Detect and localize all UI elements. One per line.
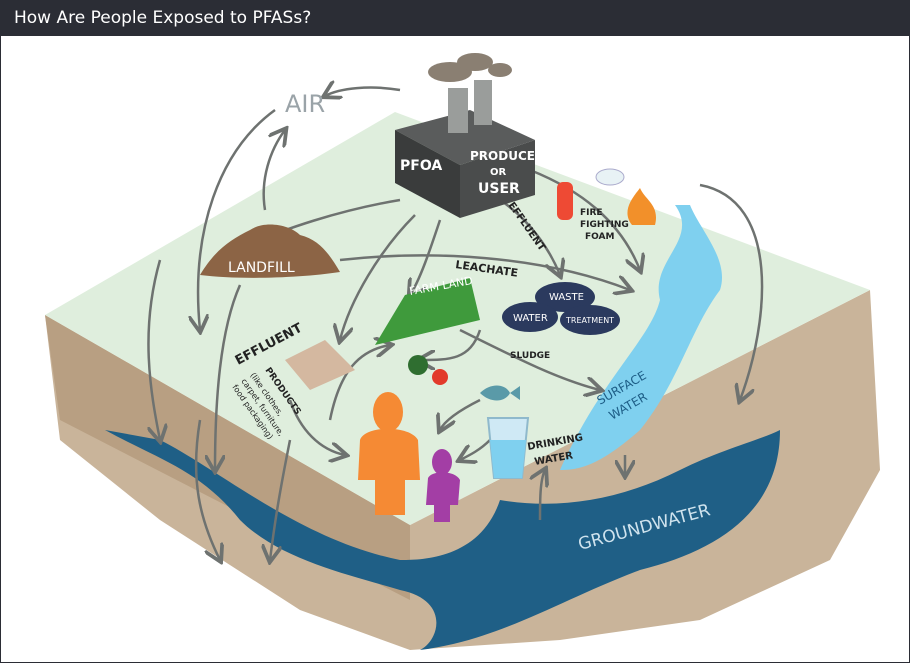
adult-person-icon <box>358 392 420 515</box>
flow-arrows <box>147 88 764 560</box>
apple-icon <box>432 369 448 385</box>
soil-shade <box>45 315 410 600</box>
pfoa-label: PFOA <box>400 158 442 174</box>
treatment-label: TREATMENT <box>565 316 614 325</box>
foam-cloud-icon <box>595 168 625 186</box>
fire-extinguisher-icon <box>557 182 573 220</box>
foam-label: FOAM <box>585 232 615 242</box>
factory-icon <box>395 53 535 218</box>
landfill-icon <box>200 224 340 278</box>
products-roll-icon <box>285 340 355 390</box>
groundwater <box>105 430 780 650</box>
child-person-icon <box>426 449 460 522</box>
pfas-exposure-illustration: PFOA PRODUCER OR USER AIR FIRE FIGHTING … <box>45 53 880 650</box>
fish-icon <box>480 385 520 401</box>
or-label: OR <box>490 167 507 178</box>
fighting-label: FIGHTING <box>580 220 629 230</box>
waste-label: WASTE <box>549 292 584 303</box>
fire-icon <box>627 188 657 225</box>
water-in-glass <box>490 440 526 478</box>
window-title: How Are People Exposed to PFASs? <box>1 1 909 36</box>
producer-label: PRODUCER <box>470 149 544 163</box>
user-label: USER <box>478 181 520 197</box>
farm-land-icon <box>375 278 480 345</box>
fire-label: FIRE <box>580 208 603 218</box>
sludge-label: SLUDGE <box>510 351 550 361</box>
surface-water <box>560 205 723 470</box>
waste-water-treatment-icon <box>502 282 620 335</box>
air-label: AIR <box>285 90 325 118</box>
broccoli-icon <box>408 355 428 375</box>
water-label: WATER <box>513 313 548 324</box>
landfill-label: LANDFILL <box>228 260 295 276</box>
